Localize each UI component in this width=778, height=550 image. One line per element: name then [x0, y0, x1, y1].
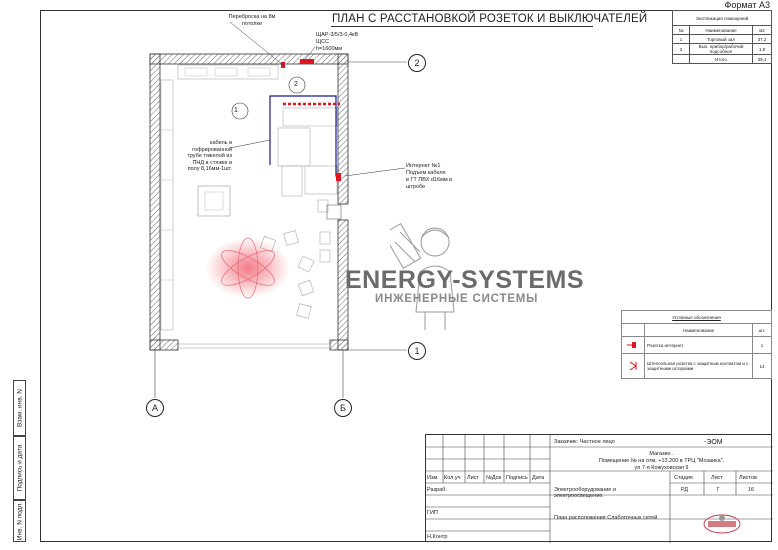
stamp-nkontr: Н.Контр [427, 534, 448, 540]
panel-label-2: ЩСС [316, 39, 330, 45]
wall-right-upper [337, 53, 349, 205]
cable-note: кабель в гофрированной трубе тяжелой из … [187, 140, 232, 172]
stamp-sheets-no: 16 [748, 487, 755, 493]
stamp-stage: РД [681, 487, 689, 493]
internet-socket-icon [627, 341, 636, 348]
stamp-data: Дата [532, 475, 545, 481]
stamp-object-3: ул 7-я Кожуховская 9 [634, 465, 689, 471]
shelf-top [177, 64, 279, 80]
room-2-marker [288, 76, 306, 94]
stamp-code: -ЭОМ [704, 439, 723, 446]
sheet-format: Формат А3 [724, 0, 770, 10]
stamp-sheet-header: Лист [711, 475, 723, 481]
side-stamp-inv: Инв. N подл. [13, 500, 26, 542]
stamp-object-2: Помещение № на отм. +13.200 в ТРЦ "Мозаи… [598, 458, 725, 464]
side-stamp-vzam: Взам. инв. N [13, 380, 26, 436]
axis-1-marker: 1 [408, 342, 426, 360]
internet-label-4: штробе [406, 184, 426, 190]
room-2-label: 2 [294, 81, 298, 88]
stamp-object-1: Магазин . [649, 451, 674, 457]
stamp-customer: Заказчик: Частное лицо [554, 439, 615, 445]
panel-label-1: ЩАР-3/5/3-0,4кВ [316, 32, 359, 38]
side-stamp-podpis: Подпись и дата [13, 436, 26, 500]
shelf-left [160, 79, 174, 331]
explication-header: № [672, 25, 690, 35]
wall-left [149, 53, 161, 351]
stamp-podpis: Подпись [506, 475, 528, 481]
legend-title: Условные обозначения [621, 310, 772, 324]
stamp-ndok: №Док [486, 475, 502, 481]
center-table [197, 185, 231, 217]
drawing-frame [40, 10, 772, 542]
stamp-razrab: Разраб. [427, 487, 447, 493]
internet-label-1: Интернет №1 [406, 163, 441, 169]
power-socket-icon [629, 361, 637, 370]
engineer-illustration [390, 222, 455, 330]
panel-label-3: h=1600мм [316, 46, 343, 52]
door [326, 204, 342, 220]
title-underline [331, 26, 593, 27]
axis-b-marker: Б [334, 399, 352, 417]
legend-table: Условные обозначения Наименование шт. Ро… [621, 310, 772, 379]
stamp-list: Лист [467, 475, 479, 481]
legend-header: шт. [752, 323, 772, 337]
stamp-sheets-header: Листов [739, 475, 757, 481]
glow-decor [206, 238, 290, 298]
internet-label-3: в ГТ ПВХ d16мм в [406, 177, 453, 183]
room-1-label: 1 [234, 107, 238, 114]
stamp-gip: ГИП [427, 510, 438, 516]
stamp-izm: Изм. [427, 475, 439, 481]
legend-header: Наименование [644, 323, 753, 337]
explication-header: м2 [752, 25, 772, 35]
stamp-drawing: План расположения Слаботочных сетей [554, 515, 658, 521]
table-row: Розетка интернет 1 [621, 336, 772, 354]
sheet-title: ПЛАН С РАССТАНОВКОЙ РОЗЕТОК И ВЫКЛЮЧАТЕЛ… [332, 13, 648, 25]
table-row: Штепсельная розетка с защитным контактом… [621, 353, 772, 379]
ceiling-pass-note: Переброска на 8м потолке [228, 14, 276, 27]
stamp-kol: Кол.уч [444, 475, 461, 481]
wall-bottom-left [149, 339, 179, 351]
stamp-sheet-no: 7 [716, 487, 720, 493]
watermark-tagline: ИНЖЕНЕРНЫЕ СИСТЕМЫ [375, 293, 539, 305]
axis-2-marker: 2 [408, 54, 426, 72]
watermark-brand: ENERGY-SYSTEMS [345, 266, 584, 294]
axis-a-marker: А [146, 399, 164, 417]
company-logo [703, 514, 741, 534]
wall-bottom-right [329, 339, 349, 351]
stamp-stage-header: Стадия [674, 475, 693, 481]
electric-panel [300, 59, 314, 64]
title-block: Заказчик: Частное лицо -ЭОМ Магазин . По… [425, 434, 773, 543]
counter [277, 127, 311, 167]
explication-title: Экспликация помещений [672, 10, 772, 26]
explication-header: Наименование [689, 25, 753, 35]
explication-table: Экспликация помещений № Наименование м2 … [672, 10, 772, 64]
internet-socket [336, 173, 341, 181]
stamp-section: Электрооборудование и электроосвещение. [554, 487, 616, 499]
wall-top [149, 53, 349, 65]
internet-label-2: Подъем кабеля [406, 170, 446, 176]
room-1-marker [231, 102, 249, 120]
